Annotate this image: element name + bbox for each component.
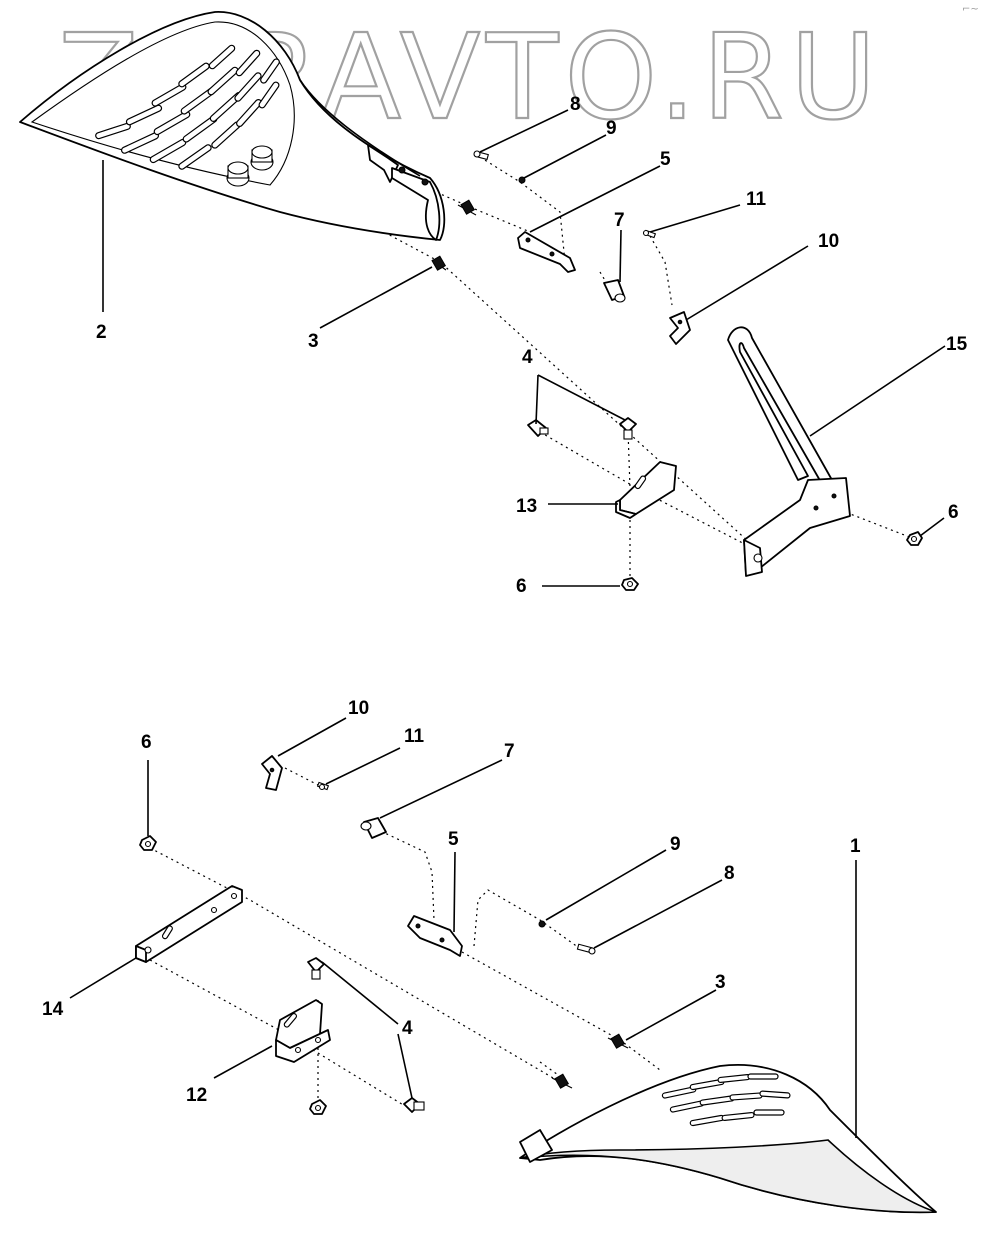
screw-part-8-bottom (576, 943, 596, 955)
callout-12: 12 (186, 1085, 207, 1106)
fitting-part-7-top (603, 279, 626, 303)
bottom-leader-lines (69, 717, 857, 1138)
callout-8-bottom: 8 (724, 863, 735, 884)
callout-6-top-b: 6 (948, 502, 959, 523)
callout-13: 13 (516, 496, 537, 517)
callout-5-top: 5 (660, 149, 671, 170)
callout-4-bottom: 4 (402, 1018, 413, 1039)
bar-part-14 (135, 885, 243, 963)
bracket-part-12 (275, 999, 331, 1063)
callout-9-top: 9 (606, 118, 617, 139)
callout-2: 2 (96, 322, 107, 343)
callout-3-bottom: 3 (715, 972, 726, 993)
bolt-part-4-top-right (619, 417, 637, 440)
clip-part-10-top (669, 311, 691, 345)
fitting-part-7-bottom (360, 817, 387, 839)
bottom-callouts: 1 3 4 5 6 7 8 9 10 11 12 14 (42, 698, 861, 1106)
top-assembly: 2 3 4 5 6 6 7 8 9 10 11 13 15 (19, 11, 968, 597)
nut-part-6-top-bottom (621, 577, 639, 591)
screw-part-11-bottom (316, 781, 330, 791)
callout-6-top-a: 6 (516, 576, 527, 597)
callout-6-bottom: 6 (141, 732, 152, 753)
shield-part-1 (519, 1064, 937, 1214)
callout-15: 15 (946, 334, 968, 355)
bolt-part-4-bottom-lower (403, 1097, 425, 1113)
callout-10-bottom: 10 (348, 698, 369, 719)
stud-part-3-bottom (551, 1033, 629, 1089)
callout-14: 14 (42, 999, 64, 1020)
washer-part-9-bottom (538, 920, 546, 928)
shield-bosses (226, 145, 274, 187)
callout-11-bottom: 11 (404, 726, 425, 747)
handle-part-15 (727, 326, 851, 577)
corner-mark: ⌐~ (962, 4, 979, 15)
callout-9-bottom: 9 (670, 834, 681, 855)
washer-part-9-top (518, 176, 526, 184)
callout-11-top: 11 (746, 189, 767, 210)
nut-part-6-top-right (906, 531, 923, 546)
bottom-assembly-lines (149, 767, 661, 1108)
clip-part-10-bottom (261, 755, 283, 791)
callout-8-top: 8 (570, 94, 581, 115)
bolt-part-4-bottom-top (307, 957, 325, 980)
top-callouts: 2 3 4 5 6 6 7 8 9 10 11 13 15 (96, 94, 968, 597)
callout-7-top: 7 (614, 210, 625, 231)
callout-5-bottom: 5 (448, 829, 459, 850)
stud-part-3-top (431, 199, 477, 271)
screw-part-11-top (642, 229, 657, 239)
bracket-part-13 (615, 461, 677, 519)
shield-bottom-slots (661, 1073, 791, 1127)
callout-4-top: 4 (522, 347, 533, 368)
nut-part-6-bottom-top (139, 835, 157, 851)
top-leader-lines (102, 109, 946, 587)
bolt-part-4-top-left (527, 419, 549, 437)
bottom-assembly: 1 3 4 5 6 7 8 9 10 11 12 14 (42, 698, 937, 1214)
bracket-part-5-bottom (407, 915, 463, 957)
callout-10-top: 10 (818, 231, 839, 252)
screw-part-8-top (473, 150, 489, 161)
bracket-part-5-top (517, 231, 576, 273)
callout-3-top: 3 (308, 331, 319, 352)
shield-slots (95, 44, 280, 170)
callout-7-bottom: 7 (504, 741, 515, 762)
nut-part-6-bottom-lower (309, 1099, 327, 1115)
callout-1: 1 (850, 836, 861, 857)
shield-part-2 (19, 11, 446, 241)
